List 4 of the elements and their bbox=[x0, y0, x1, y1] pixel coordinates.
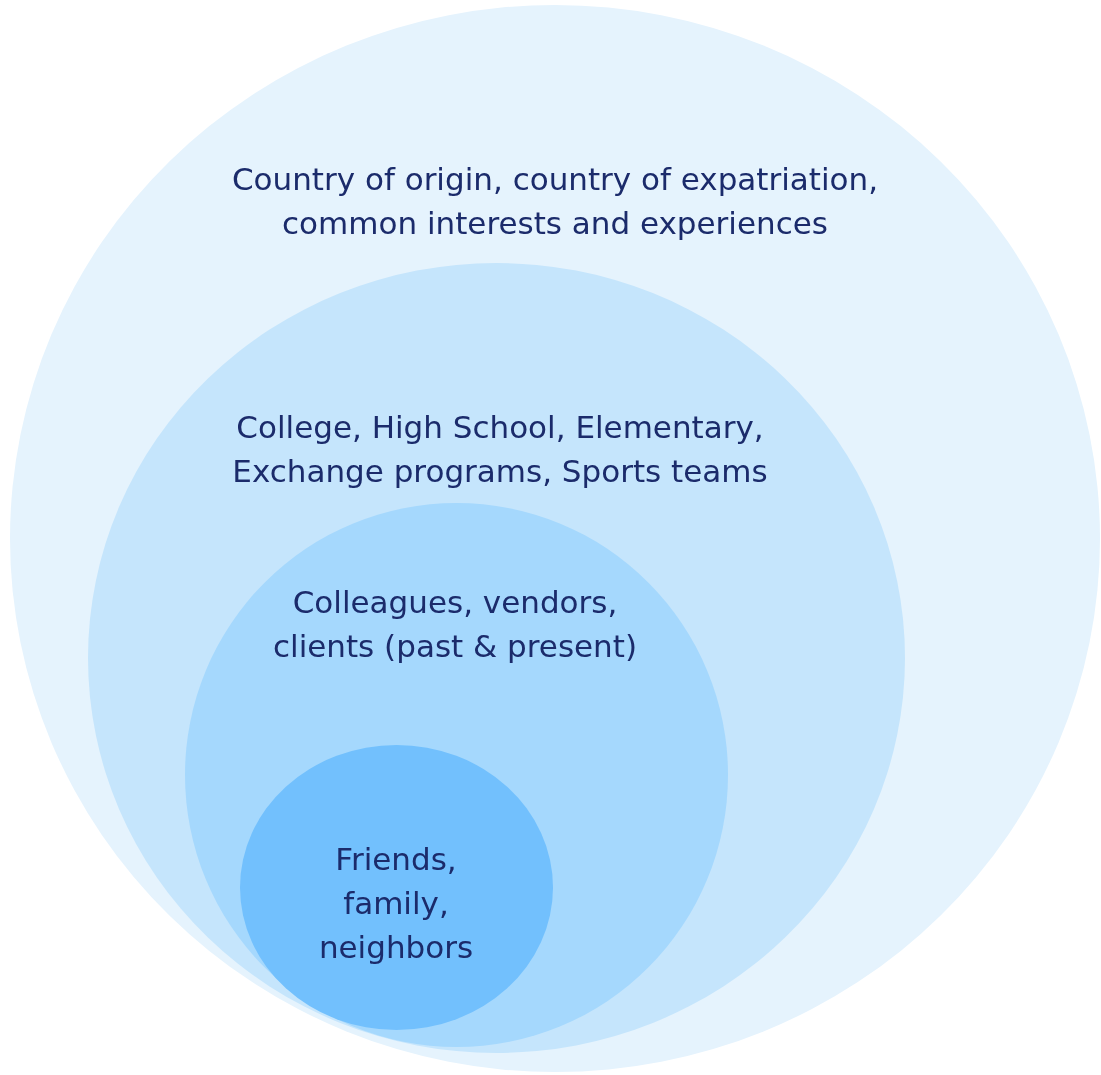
circle-label: College, High School, Elementary, Exchange programs, Sports teams bbox=[231, 408, 769, 491]
circle-label: Friends, family, neighbors bbox=[317, 840, 475, 967]
circle-label: Colleagues, vendors, clients (past & present) bbox=[271, 583, 638, 666]
circle-label: Country of origin, country of expatriation, common interests and experiences bbox=[230, 160, 880, 243]
